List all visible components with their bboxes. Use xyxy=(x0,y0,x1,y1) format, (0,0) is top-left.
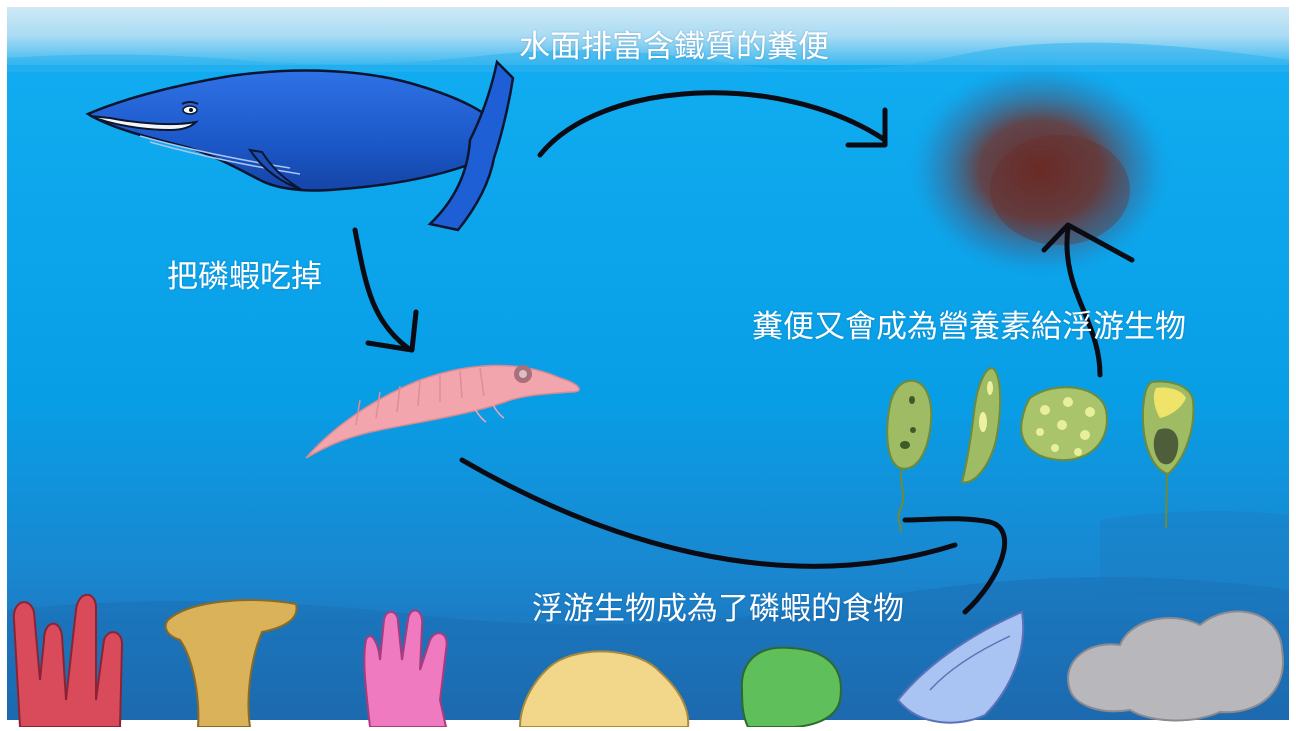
seaweed-icon xyxy=(740,646,842,728)
plankton-cell-icon xyxy=(886,366,1195,533)
arrow-whale-to-feces xyxy=(537,90,888,158)
blue-whale-icon xyxy=(85,59,515,232)
feces-cloud-icon xyxy=(905,60,1175,280)
arrow-plankton-to-krill xyxy=(902,516,1008,615)
arrow-plankton-to-feces xyxy=(1064,225,1103,378)
cycle-arrows xyxy=(352,90,1135,615)
coral-icon xyxy=(12,593,690,728)
label-eat-krill: 把磷蝦吃掉 xyxy=(167,259,322,295)
label-food-for-krill: 浮游生物成為了磷蝦的食物 xyxy=(532,591,904,627)
rock-icon xyxy=(1067,610,1285,722)
krill-icon xyxy=(305,364,580,459)
label-surface-feces: 水面排富含鐵質的糞便 xyxy=(519,29,829,65)
arrow-krill-to-plankton xyxy=(459,457,958,569)
shell-icon xyxy=(896,610,1025,724)
label-nutrients: 糞便又會成為營養素給浮游生物 xyxy=(752,309,1186,345)
arrow-whale-to-krill xyxy=(352,227,411,351)
